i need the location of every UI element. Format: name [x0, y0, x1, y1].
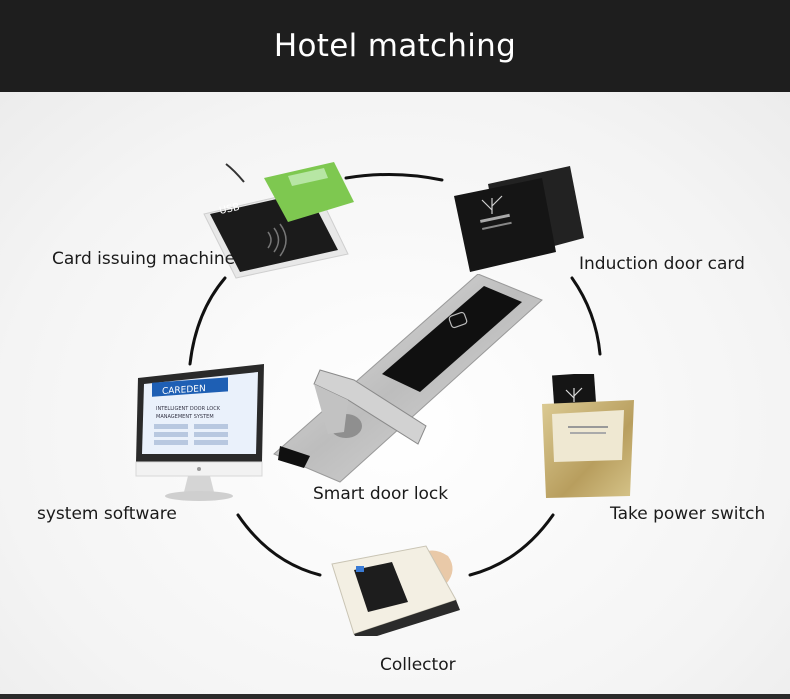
page-title: Hotel matching — [273, 28, 517, 64]
arc-bottom-left — [236, 513, 322, 577]
footer-rule — [0, 694, 790, 699]
induction-door-card-label: Induction door card — [579, 254, 745, 274]
collector-image — [331, 545, 460, 636]
smart-door-lock-image — [273, 274, 543, 483]
product-stage: USB Card issuing machine Induction door … — [0, 92, 790, 699]
system-software-image: CAREDEN INTELLIGENT DOOR LOCK MANAGEMENT… — [135, 364, 264, 501]
card-issuing-machine-label: Card issuing machine — [52, 249, 236, 269]
power-switch-label: Take power switch — [610, 504, 766, 524]
software-brand: CAREDEN — [162, 384, 206, 397]
page-header: Hotel matching — [0, 0, 790, 92]
connector-ring — [188, 172, 602, 577]
induction-door-card-image — [454, 166, 584, 272]
usb-label: USB — [218, 202, 241, 217]
arc-top-right — [570, 276, 602, 356]
card-issuing-machine-image: USB — [203, 162, 354, 279]
software-line2: MANAGEMENT SYSTEM — [156, 414, 214, 420]
power-switch-image — [542, 374, 634, 498]
arc-bottom-right — [468, 513, 555, 577]
software-line1: INTELLIGENT DOOR LOCK — [156, 406, 221, 412]
collector-label: Collector — [380, 655, 456, 675]
smart-door-lock-label: Smart door lock — [313, 484, 449, 504]
system-software-label: system software — [37, 504, 177, 524]
arc-top — [344, 172, 444, 182]
arc-top-left — [188, 276, 227, 366]
